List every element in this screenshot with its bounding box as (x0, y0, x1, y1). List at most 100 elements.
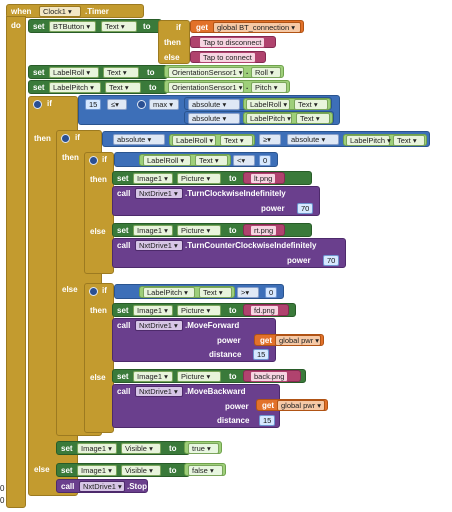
labelroll-dropdown[interactable]: LabelRoll ▾ (246, 99, 290, 110)
max-mutator-gear-icon[interactable] (137, 100, 146, 109)
nxtdrive-dropdown[interactable]: NxtDrive1 ▾ (135, 240, 183, 251)
image-dropdown[interactable]: Image1 ▾ (133, 173, 173, 184)
bt-connection-var[interactable]: global BT_connection ▾ (213, 22, 301, 33)
nxtdrive-dropdown[interactable]: NxtDrive1 ▾ (135, 188, 183, 199)
get-global-pwr-block[interactable]: get global pwr ▾ (254, 334, 324, 346)
compare-abs-abs-block[interactable]: absolute ▾ LabelRoll ▾ Text ▾ ≥▾ absolut… (102, 131, 430, 147)
number-0[interactable]: 0 (265, 287, 278, 298)
roll-prop-dropdown[interactable]: Roll ▾ (251, 67, 281, 78)
set-labelroll-text-block[interactable]: set LabelRoll ▾ Text ▾ to (28, 65, 168, 79)
labelpitch-dropdown[interactable]: LabelPitch ▾ (346, 135, 391, 146)
text-prop-dropdown[interactable]: Text ▾ (294, 99, 328, 110)
image-dropdown[interactable]: Image1 ▾ (77, 443, 117, 454)
labelroll-dropdown[interactable]: LabelRoll ▾ (49, 67, 99, 78)
image-dropdown[interactable]: Image1 ▾ (133, 225, 173, 236)
labelroll-text-getter[interactable]: LabelRoll ▾ Text ▾ (243, 98, 331, 110)
bt-inline-if-block[interactable]: if then else (158, 20, 190, 64)
picture-prop-dropdown[interactable]: Picture ▾ (177, 305, 221, 316)
set-image-visible-true-block[interactable]: set Image1 ▾ Visible ▾ to (56, 441, 190, 455)
set-image-picture-back-block[interactable]: set Image1 ▾ Picture ▾ to back.png (112, 369, 306, 383)
orientation-sensor-dropdown[interactable]: OrientationSensor1 ▾ (168, 82, 244, 93)
call-turn-counterclockwise-block[interactable]: call NxtDrive1 ▾ .TurnCounterClockwiseIn… (112, 238, 346, 268)
fd-png-text-block[interactable]: fd.png (243, 304, 289, 316)
text-prop-dropdown[interactable]: Text ▾ (199, 287, 232, 298)
set-labelpitch-text-block[interactable]: set LabelPitch ▾ Text ▾ to (28, 80, 168, 94)
number-15[interactable]: 15 (253, 349, 270, 360)
text-prop-dropdown[interactable]: Text ▾ (220, 135, 253, 146)
orientation-pitch-getter[interactable]: OrientationSensor1 ▾ . Pitch ▾ (164, 80, 290, 93)
nxtdrive-dropdown[interactable]: NxtDrive1 ▾ (135, 320, 183, 331)
tap-to-connect-string[interactable]: Tap to connect (199, 52, 256, 63)
roll-if-block[interactable]: if then else (84, 152, 114, 274)
text-prop-dropdown[interactable]: Text ▾ (296, 113, 330, 124)
roll-lt-zero-block[interactable]: LabelRoll ▾ Text ▾ <▾ 0 (114, 152, 278, 167)
compare-op-dropdown[interactable]: <▾ (233, 155, 255, 166)
set-btbutton-text-block[interactable]: set BTButton ▾ Text ▾ to (28, 19, 162, 33)
call-move-forward-block[interactable]: call NxtDrive1 ▾ .MoveForward power dist… (112, 318, 276, 362)
labelroll-text-getter[interactable]: LabelRoll ▾ Text ▾ (139, 154, 231, 166)
abs-labelpitch-block[interactable]: absolute ▾ LabelPitch ▾ Text ▾ (184, 111, 334, 124)
orientation-sensor-dropdown[interactable]: OrientationSensor1 ▾ (168, 67, 244, 78)
btbutton-dropdown[interactable]: BTButton ▾ (49, 21, 96, 32)
image-dropdown[interactable]: Image1 ▾ (133, 371, 173, 382)
absolute-dropdown[interactable]: absolute ▾ (188, 99, 240, 110)
set-image-visible-false-block[interactable]: set Image1 ▾ Visible ▾ to (56, 463, 190, 477)
mutator-gear-icon[interactable] (89, 287, 98, 296)
visible-prop-dropdown[interactable]: Visible ▾ (121, 443, 161, 454)
number-15[interactable]: 15 (85, 99, 102, 110)
pitch-gt-zero-block[interactable]: LabelPitch ▾ Text ▾ >▾ 0 (114, 284, 284, 299)
call-stop-block[interactable]: call NxtDrive1 ▾ .Stop (56, 479, 148, 493)
labelroll-dropdown[interactable]: LabelRoll ▾ (172, 135, 216, 146)
back-png-string[interactable]: back.png (250, 371, 289, 382)
set-image-picture-rt-block[interactable]: set Image1 ▾ Picture ▾ to rt.png (112, 223, 312, 237)
tap-to-disconnect-text-block[interactable]: Tap to disconnect (190, 36, 276, 48)
labelpitch-prop-dropdown[interactable]: Text ▾ (105, 82, 141, 93)
image-dropdown[interactable]: Image1 ▾ (77, 465, 117, 476)
nxtdrive-dropdown[interactable]: NxtDrive1 ▾ (79, 481, 125, 492)
lt-png-text-block[interactable]: lt.png (243, 172, 285, 184)
lt-png-string[interactable]: lt.png (250, 173, 277, 184)
true-bool-block[interactable]: true ▾ (184, 441, 222, 454)
rt-png-string[interactable]: rt.png (250, 225, 278, 236)
labelpitch-dropdown[interactable]: LabelPitch ▾ (49, 82, 101, 93)
labelpitch-dropdown[interactable]: LabelPitch ▾ (246, 113, 292, 124)
nxtdrive-dropdown[interactable]: NxtDrive1 ▾ (135, 386, 183, 397)
get-global-pwr-block[interactable]: get global pwr ▾ (256, 399, 328, 411)
clock-timer-event-block[interactable]: when Clock1 ▾ .Timer (6, 4, 144, 18)
image-dropdown[interactable]: Image1 ▾ (133, 305, 173, 316)
back-png-text-block[interactable]: back.png (243, 370, 301, 382)
call-turn-clockwise-block[interactable]: call NxtDrive1 ▾ .TurnClockwiseIndefinit… (112, 186, 320, 216)
pitch-prop-dropdown[interactable]: Pitch ▾ (251, 82, 287, 93)
call-move-backward-block[interactable]: call NxtDrive1 ▾ .MoveBackward power dis… (112, 384, 280, 428)
labelroll-text-getter[interactable]: LabelRoll ▾ Text ▾ (169, 134, 255, 146)
fd-png-string[interactable]: fd.png (250, 305, 279, 316)
mutator-gear-icon[interactable] (89, 156, 98, 165)
mutator-gear-icon[interactable] (61, 134, 70, 143)
number-70[interactable]: 70 (297, 203, 314, 214)
absolute-dropdown[interactable]: absolute ▾ (188, 113, 240, 124)
labelroll-dropdown[interactable]: LabelRoll ▾ (143, 155, 191, 166)
clock-component-dropdown[interactable]: Clock1 ▾ (39, 6, 81, 17)
labelroll-prop-dropdown[interactable]: Text ▾ (103, 67, 139, 78)
labelpitch-text-getter[interactable]: LabelPitch ▾ Text ▾ (139, 286, 235, 298)
text-prop-dropdown[interactable]: Text ▾ (393, 135, 425, 146)
labelpitch-text-getter[interactable]: LabelPitch ▾ Text ▾ (243, 112, 333, 124)
picture-prop-dropdown[interactable]: Picture ▾ (177, 173, 221, 184)
btbutton-prop-dropdown[interactable]: Text ▾ (101, 21, 137, 32)
get-bt-connection-block[interactable]: get global BT_connection ▾ (190, 20, 304, 33)
labelpitch-text-getter[interactable]: LabelPitch ▾ Text ▾ (343, 134, 427, 146)
picture-prop-dropdown[interactable]: Picture ▾ (177, 371, 221, 382)
global-pwr-var[interactable]: global pwr ▾ (277, 400, 325, 411)
pitch-if-block[interactable]: if then else (84, 283, 114, 433)
compare-op-dropdown[interactable]: ≤▾ (107, 99, 127, 110)
abs-labelroll-block[interactable]: absolute ▾ LabelRoll ▾ Text ▾ (184, 97, 332, 110)
orientation-roll-getter[interactable]: OrientationSensor1 ▾ . Roll ▾ (164, 65, 284, 78)
tap-to-disconnect-string[interactable]: Tap to disconnect (199, 37, 266, 48)
compare-op-dropdown[interactable]: >▾ (237, 287, 259, 298)
false-bool-block[interactable]: false ▾ (184, 463, 226, 476)
absolute-dropdown[interactable]: absolute ▾ (287, 134, 339, 145)
set-image-picture-fd-block[interactable]: set Image1 ▾ Picture ▾ to fd.png (112, 303, 296, 317)
false-dropdown[interactable]: false ▾ (188, 465, 223, 476)
global-pwr-var[interactable]: global pwr ▾ (275, 335, 321, 346)
number-15[interactable]: 15 (259, 415, 276, 426)
